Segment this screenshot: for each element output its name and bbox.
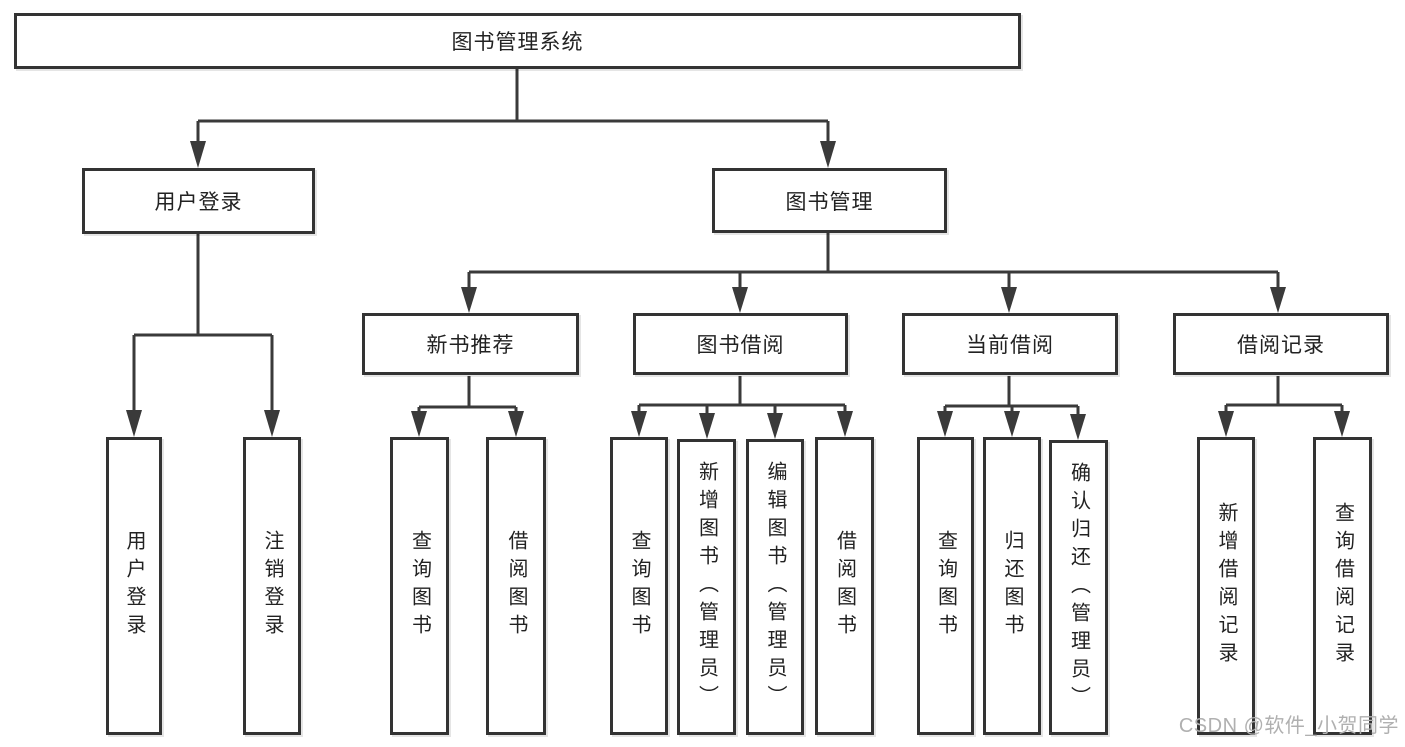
leaf-bb-add-books-admin-label: 新增图书（管理员） — [695, 461, 718, 713]
leaf-br-add-record: 新增借阅记录 — [1197, 437, 1255, 735]
node-new-book-recommend: 新书推荐 — [362, 313, 579, 375]
leaf-bb-edit-books-admin: 编辑图书（管理员） — [746, 439, 804, 735]
connector-root-to-level2 — [190, 69, 836, 168]
leaf-bb-query-books-label: 查询图书 — [628, 530, 650, 642]
node-borrow-records: 借阅记录 — [1173, 313, 1389, 375]
leaf-user-login: 用户登录 — [106, 437, 162, 735]
leaf-logout-label: 注销登录 — [261, 530, 283, 642]
node-book-management: 图书管理 — [712, 168, 947, 233]
node-book-borrow: 图书借阅 — [633, 313, 848, 375]
leaf-nbr-borrow-books-label: 借阅图书 — [505, 530, 527, 642]
leaf-bb-borrow-books: 借阅图书 — [815, 437, 874, 735]
connector-user-login-children — [126, 234, 280, 437]
leaf-nbr-query-books-label: 查询图书 — [408, 530, 431, 642]
connector-book-borrow-children — [631, 376, 853, 439]
leaf-cb-query-books: 查询图书 — [917, 437, 974, 735]
csdn-watermark: CSDN @软件_小贺同学 — [1178, 715, 1399, 737]
leaf-br-add-record-label: 新增借阅记录 — [1215, 502, 1237, 670]
leaf-logout: 注销登录 — [243, 437, 301, 735]
connector-book-mgmt-sections — [461, 233, 1286, 313]
leaf-cb-return-books-label: 归还图书 — [1001, 530, 1023, 642]
node-user-login: 用户登录 — [82, 168, 315, 234]
leaf-cb-query-books-label: 查询图书 — [934, 530, 957, 642]
leaf-bb-add-books-admin: 新增图书（管理员） — [677, 439, 736, 735]
leaf-cb-confirm-return-admin-label: 确认归还（管理员） — [1067, 461, 1090, 714]
leaf-nbr-borrow-books: 借阅图书 — [486, 437, 546, 735]
connector-new-book-rec-children — [411, 376, 524, 437]
leaf-user-login-label: 用户登录 — [123, 530, 145, 642]
connector-current-borrow-children — [937, 376, 1086, 440]
leaf-cb-confirm-return-admin: 确认归还（管理员） — [1049, 440, 1108, 735]
leaf-bb-borrow-books-label: 借阅图书 — [833, 530, 856, 642]
leaf-cb-return-books: 归还图书 — [983, 437, 1041, 735]
node-current-borrow: 当前借阅 — [902, 313, 1118, 375]
connector-borrow-records-children — [1218, 376, 1350, 437]
node-root-system: 图书管理系统 — [14, 13, 1021, 69]
leaf-bb-query-books: 查询图书 — [610, 437, 668, 735]
leaf-nbr-query-books: 查询图书 — [390, 437, 449, 735]
leaf-br-query-record: 查询借阅记录 — [1313, 437, 1372, 735]
leaf-br-query-record-label: 查询借阅记录 — [1331, 502, 1354, 670]
leaf-bb-edit-books-admin-label: 编辑图书（管理员） — [764, 461, 786, 713]
